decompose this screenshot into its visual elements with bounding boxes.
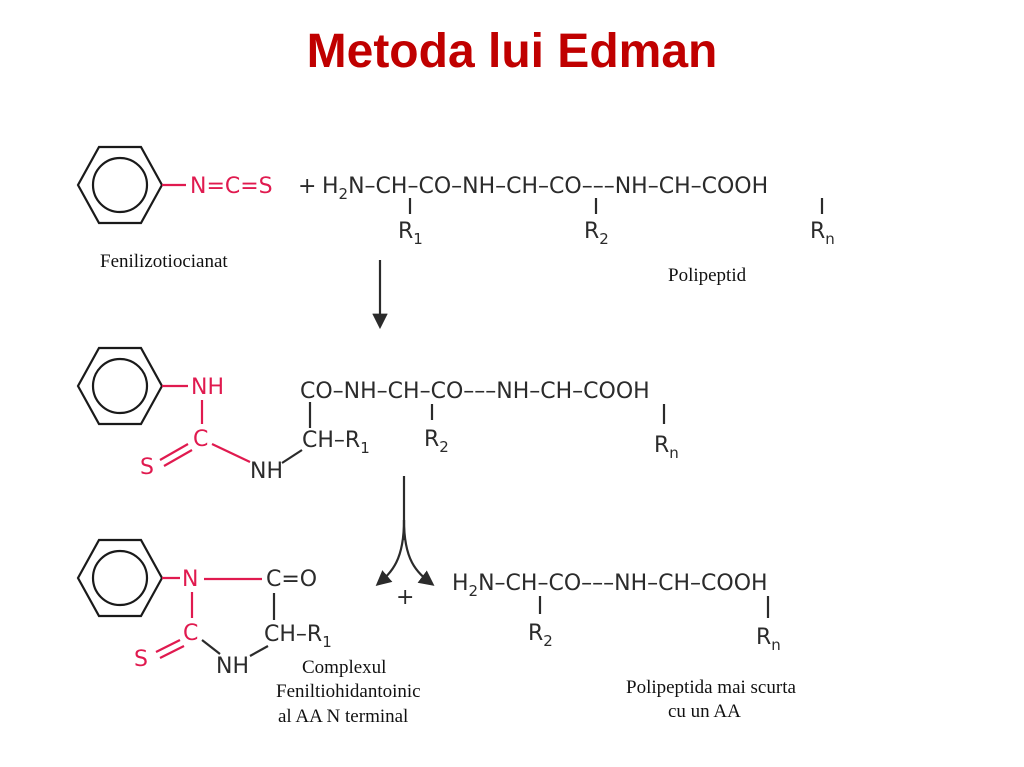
sulfur-atom: S (140, 455, 154, 480)
benzene-ring-icon (76, 346, 164, 426)
nh-top: NH (191, 375, 224, 400)
complex-label-line-1: Complexul (302, 657, 386, 678)
polypeptide-label: Polipeptid (668, 265, 747, 286)
c-s-double-bond-b (163, 449, 193, 467)
shorter-polypeptide-label-2: cu un AA (668, 701, 741, 722)
substituent-rn: Rn (654, 433, 679, 462)
substituent-r2: R2 (584, 219, 609, 248)
hydantoin-nh: NH (216, 654, 249, 679)
polypeptide-chain-2: CO–NH–CH–CO–––NH–CH–COOH (300, 379, 650, 404)
benzene-ring-icon (76, 145, 164, 225)
c-to-nh-bond (211, 443, 251, 463)
substituent-rn: Rn (810, 219, 835, 248)
nh-bottom: NH (250, 459, 283, 484)
complex-label-line-3: al AA N terminal (278, 706, 408, 727)
complex-label-line-2: Feniltiohidantoinic (276, 681, 421, 702)
ch-r1-group: CH–R1 (302, 428, 370, 457)
c-s-double-bond-a (159, 443, 189, 461)
curved-split-arrow-icon (375, 519, 435, 587)
c-s-double-bond-b (159, 645, 185, 659)
substituent-r2: R2 (424, 427, 449, 456)
reagent-label: Fenilizotiocianat (100, 251, 228, 272)
c-to-nh-bond (201, 639, 221, 655)
plus-sign-1: + (298, 174, 316, 199)
shorter-polypeptide-chain: H2N–CH–CO–––NH–CH–COOH (452, 571, 768, 600)
hydantoin-nitrogen: N (182, 567, 198, 592)
sulfur-atom: S (134, 647, 148, 672)
thiocarbonyl-carbon: C (183, 621, 198, 646)
polypeptide-chain: H2N–CH–CO–NH–CH–CO–––NH–CH–COOH (322, 174, 768, 203)
thiocarbonyl-carbon: C (193, 427, 208, 452)
carbonyl-group: C=O (266, 567, 317, 592)
substituent-r2: R2 (528, 621, 553, 650)
substituent-rn: Rn (756, 625, 781, 654)
benzene-ring-icon (76, 538, 164, 618)
slide-title: Metoda lui Edman (306, 25, 718, 78)
isothiocyanate-group: N=C=S (190, 174, 273, 199)
nh-to-ch-bond (249, 645, 269, 657)
ch-r1-group: CH–R1 (264, 622, 332, 651)
shorter-polypeptide-label-1: Polipeptida mai scurta (626, 677, 796, 698)
substituent-r1: R1 (398, 219, 423, 248)
c-s-double-bond-a (155, 639, 181, 653)
plus-sign-2: + (396, 585, 414, 610)
nh-to-ch-bond (281, 449, 303, 464)
